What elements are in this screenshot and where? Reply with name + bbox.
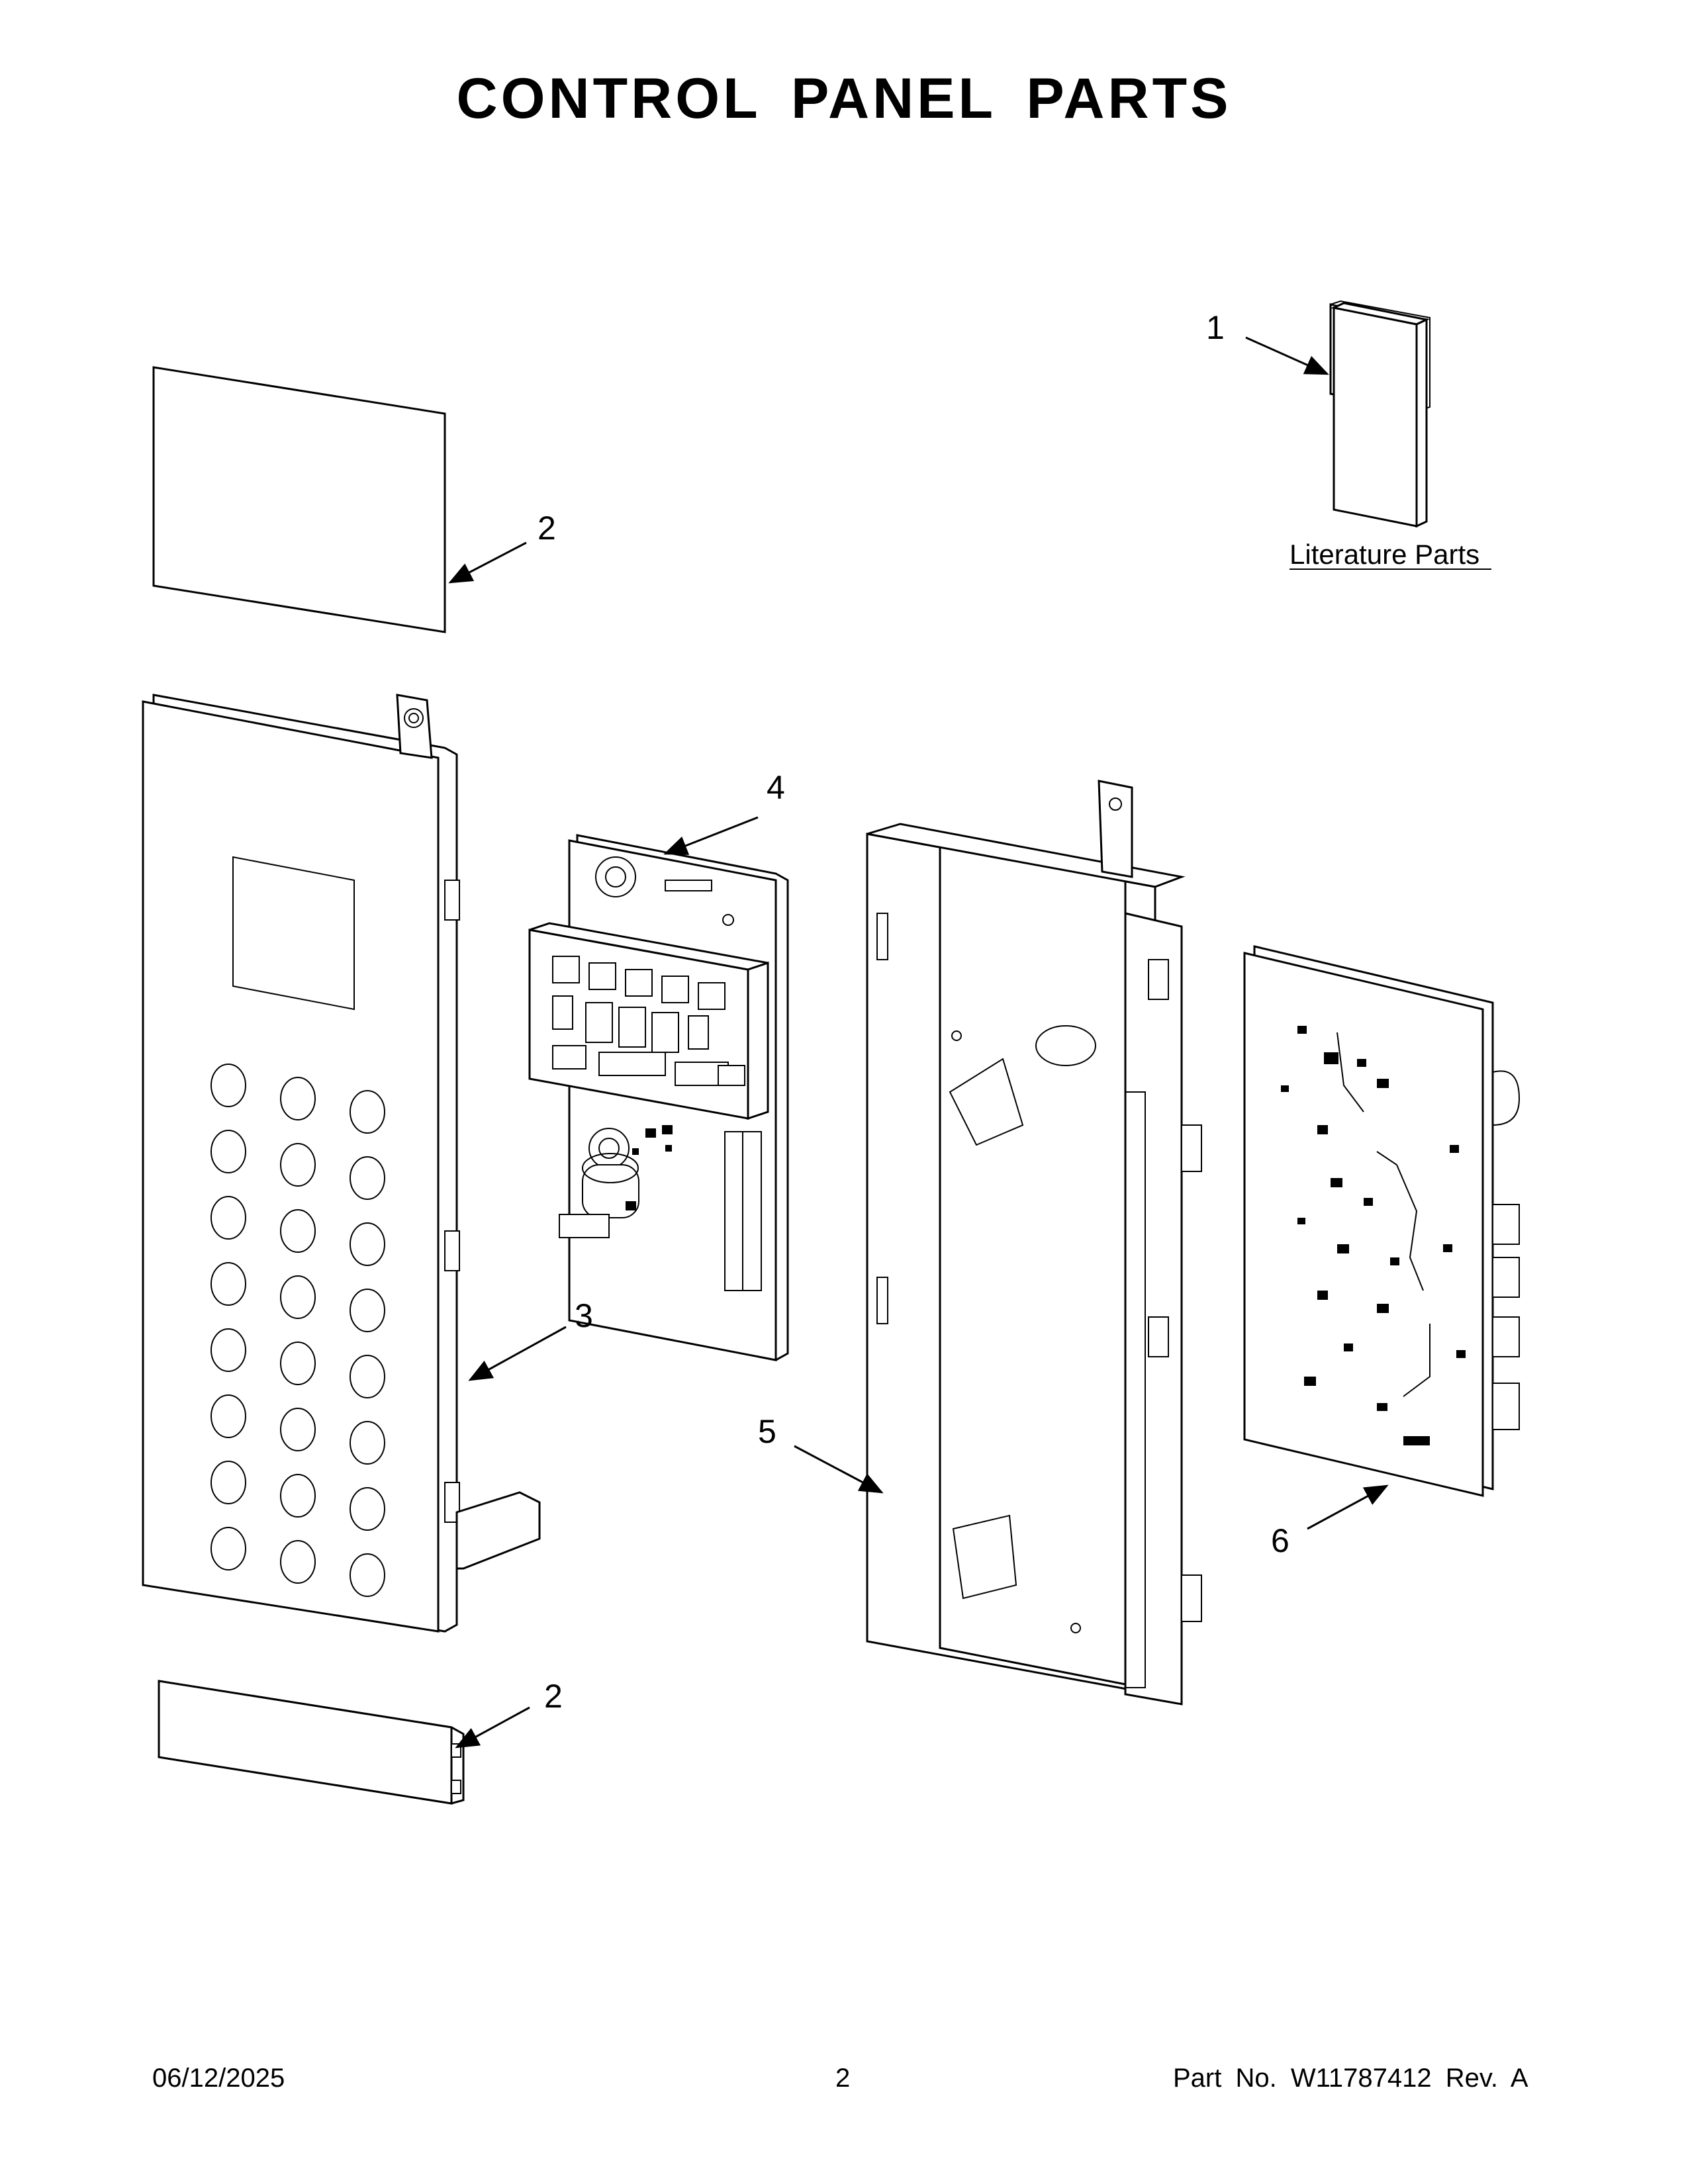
callout-2-top: 2 [538,510,556,547]
literature-book-body [1331,302,1430,528]
callout-3: 3 [575,1297,593,1334]
leader-arrow-4 [663,816,759,855]
end-cap-bottom [158,1680,465,1805]
end-cap-top [152,366,446,633]
control-panel-overlay [142,694,541,1633]
leader-arrow-6 [1307,1484,1389,1530]
callout-2-bottom: 2 [544,1678,563,1715]
footer-page-number: 2 [835,2064,851,2093]
leader-arrow-2-top [448,541,527,584]
footer-date: 06/12/2025 [152,2064,285,2093]
callout-1: 1 [1206,309,1225,346]
literature-parts-label: Literature Parts [1289,539,1479,570]
power-control-board [1243,945,1521,1497]
leader-arrow-2-bottom [455,1706,530,1749]
user-interface-board [528,834,789,1361]
control-panel-bracket [866,780,1202,1706]
callout-4: 4 [767,769,785,806]
leader-arrow-3 [468,1326,567,1381]
leader-arrow-1 [1245,336,1329,375]
leader-arrows [448,336,1389,1749]
callout-6: 6 [1271,1522,1289,1559]
leader-arrow-5 [794,1445,884,1494]
page-title: CONTROL PANEL PARTS [456,67,1232,130]
callout-5: 5 [758,1413,776,1450]
footer-part-number: Part No. W11787412 Rev. A [1173,2064,1528,2093]
keypad-buttons [211,1064,385,1597]
